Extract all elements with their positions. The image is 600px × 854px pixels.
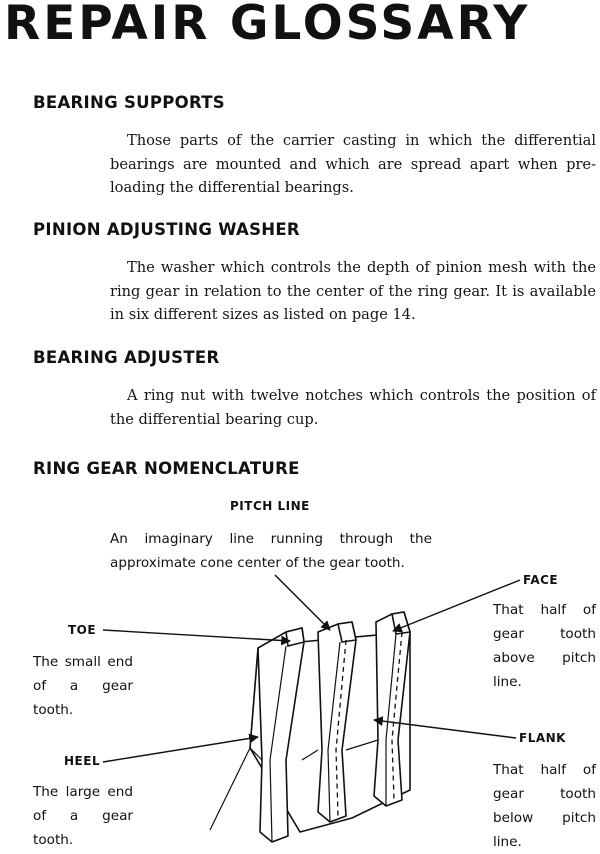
page-title: REPAIR GLOSSARY	[4, 0, 531, 51]
arrow-face	[392, 579, 521, 633]
description-heel: The large end of a gear tooth.	[33, 780, 133, 852]
description-heel-line: of a gear	[33, 808, 133, 824]
description-toe-line: of a gear	[33, 678, 133, 694]
description-face-line: line.	[493, 674, 522, 690]
description-flank-line: below pitch	[493, 810, 596, 826]
tooth-3-edge	[385, 633, 397, 806]
description-toe-line: The small end	[33, 654, 133, 670]
arrow-heel	[102, 733, 259, 763]
description-face-line: above pitch	[493, 650, 596, 666]
tooth-1-edge	[269, 645, 287, 843]
label-face: FACE	[523, 573, 559, 587]
description-flank: That half of gear tooth below pitch line…	[493, 758, 596, 854]
gear-tooth-2-top	[337, 621, 357, 643]
description-face: That half of gear tooth above pitch line…	[493, 598, 596, 694]
description-pitch-line: An imaginary line running through the ap…	[110, 531, 432, 571]
gear-tooth-1-top	[285, 627, 305, 647]
description-face-line: gear tooth	[493, 626, 596, 642]
description-heel-line: The large end	[33, 784, 133, 800]
description-heel-line: tooth.	[33, 832, 74, 848]
description-toe-line: tooth.	[33, 702, 74, 718]
label-toe: TOE	[68, 623, 97, 637]
arrow-pitch-line	[274, 574, 331, 631]
definition-pinion-adjusting-washer: The washer which controls the depth of p…	[110, 259, 596, 323]
tooth-2-edge	[327, 641, 341, 823]
label-heel: HEEL	[64, 754, 101, 768]
definition-bearing-adjuster: A ring nut with twelve notches which con…	[110, 387, 596, 428]
description-flank-line: line.	[493, 834, 522, 850]
heading-ring-gear-nomenclature: RING GEAR NOMENCLATURE	[33, 459, 300, 478]
arrow-toe	[102, 629, 291, 646]
arrow-flank	[373, 716, 517, 739]
gear-left-edge	[209, 647, 259, 831]
label-pitch-line: PITCH LINE	[230, 499, 310, 513]
definition-bearing-supports: Those parts of the carrier casting in wh…	[110, 132, 596, 196]
description-face-line: That half of	[493, 602, 596, 618]
heading-pinion-adjusting-washer: PINION ADJUSTING WASHER	[33, 220, 300, 239]
pitch-line-tooth-3	[391, 631, 403, 801]
heading-bearing-supports: BEARING SUPPORTS	[33, 93, 225, 112]
heading-bearing-adjuster: BEARING ADJUSTER	[33, 348, 220, 367]
description-toe: The small end of a gear tooth.	[33, 650, 133, 722]
description-flank-line: gear tooth	[493, 786, 596, 802]
pitch-line-tooth-2	[335, 639, 347, 817]
description-flank-line: That half of	[493, 762, 596, 778]
label-flank: FLANK	[519, 731, 566, 745]
gear-root-line	[249, 747, 263, 761]
gear-body-edge	[301, 739, 379, 761]
